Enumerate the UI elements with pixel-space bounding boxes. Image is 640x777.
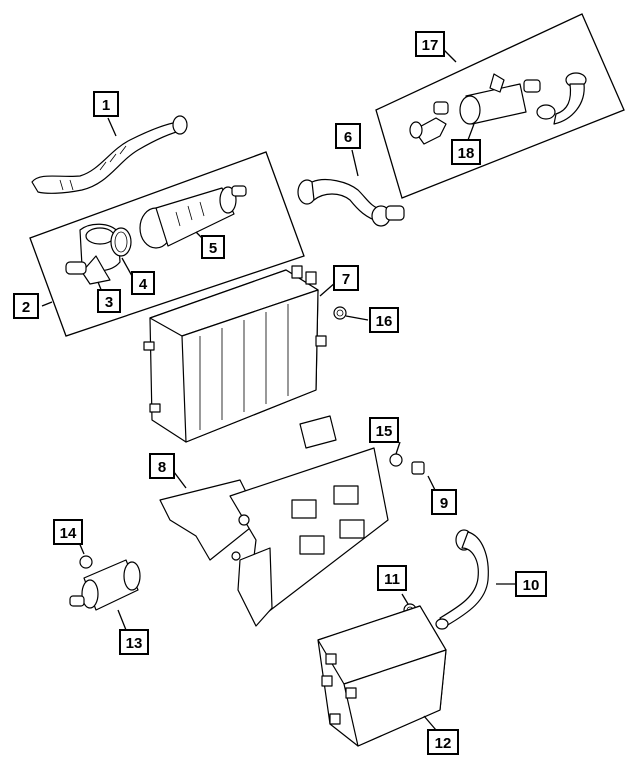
svg-text:12: 12: [435, 735, 452, 752]
nut-part-16: [333, 306, 347, 320]
callout-7: 7: [333, 265, 359, 291]
callout-10: 10: [515, 571, 547, 597]
svg-text:6: 6: [344, 129, 352, 146]
svg-text:15: 15: [376, 423, 393, 440]
o-ring-part-4: [110, 227, 132, 257]
callout-16: 16: [369, 307, 399, 333]
svg-text:5: 5: [209, 240, 217, 257]
canister-part-7: [143, 265, 327, 443]
bracket-part-8: [159, 415, 389, 627]
hose-part-10: [435, 529, 489, 630]
nut-part-15: [389, 453, 403, 467]
svg-text:2: 2: [22, 299, 30, 316]
canister-part-12: [317, 605, 447, 747]
svg-text:18: 18: [458, 145, 475, 162]
svg-text:14: 14: [60, 525, 77, 542]
callout-14: 14: [53, 519, 83, 545]
svg-text:8: 8: [158, 459, 166, 476]
svg-text:7: 7: [342, 271, 350, 288]
svg-text:3: 3: [105, 294, 113, 311]
callout-17: 17: [415, 31, 445, 57]
nut-part-14: [79, 555, 93, 569]
clip-part-9: [411, 461, 425, 475]
callout-8: 8: [149, 453, 175, 479]
callout-13: 13: [119, 629, 149, 655]
svg-text:1: 1: [102, 97, 110, 114]
valve-part-18: [459, 73, 541, 125]
svg-text:11: 11: [384, 571, 400, 588]
callout-4: 4: [131, 271, 155, 295]
group-frame-2: [29, 151, 305, 337]
hose-part-1: [31, 115, 188, 194]
callout-18: 18: [451, 139, 481, 165]
group-frame-17: [375, 13, 625, 199]
hose-part-6: [297, 178, 405, 227]
connector-group-17-left: [409, 101, 449, 145]
filter-part-13: [69, 559, 141, 611]
callout-1: 1: [93, 91, 119, 117]
hose-group-17-right: [536, 72, 587, 125]
pump-part-5: [139, 185, 247, 249]
callout-6: 6: [335, 123, 361, 149]
callout-11: 11: [377, 565, 407, 591]
callout-5: 5: [201, 235, 225, 259]
callout-9: 9: [431, 489, 457, 515]
callout-15: 15: [369, 417, 399, 443]
svg-text:13: 13: [126, 635, 143, 652]
callout-2: 2: [13, 293, 39, 319]
svg-text:16: 16: [376, 313, 393, 330]
svg-text:17: 17: [422, 37, 439, 54]
svg-text:10: 10: [523, 577, 540, 594]
callout-12: 12: [427, 729, 459, 755]
callout-3: 3: [97, 289, 121, 313]
purge-valve-part-3: [65, 223, 121, 285]
svg-text:9: 9: [440, 495, 448, 512]
svg-text:4: 4: [139, 276, 148, 293]
